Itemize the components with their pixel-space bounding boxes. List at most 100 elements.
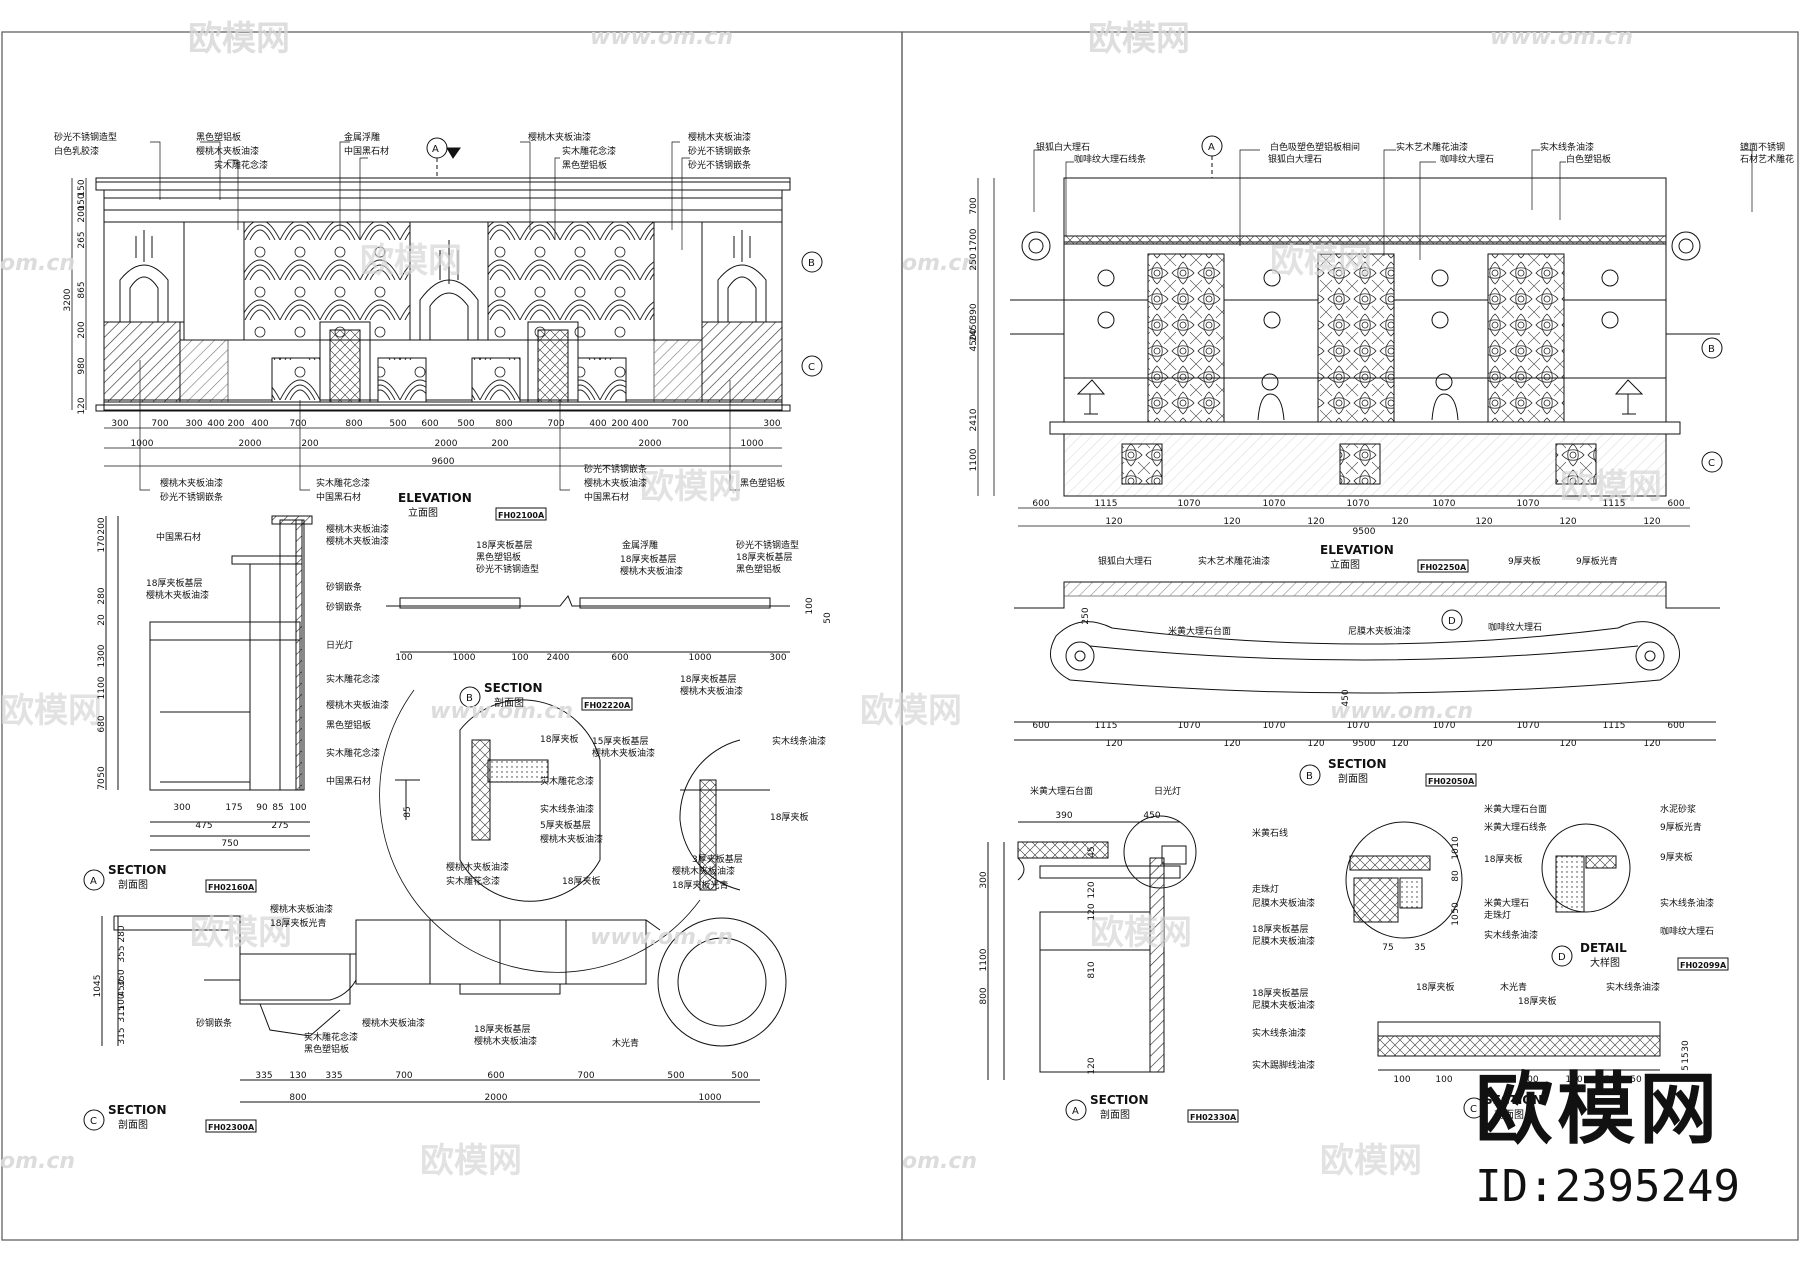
dimension-label: 1070 <box>1517 721 1540 731</box>
annotation-label: 18厚夹板 <box>1484 853 1522 865</box>
drawing-code: FH02300A <box>208 1123 255 1132</box>
dimension-label: 1070 <box>1433 721 1456 731</box>
dimension-label: 50 <box>823 612 833 624</box>
dimension-label: 390 <box>1055 811 1072 821</box>
dimension-label: 500 <box>731 1071 748 1081</box>
dimension-label: 300 <box>979 871 989 888</box>
svg-text:欧模网: 欧模网 <box>1088 19 1190 59</box>
annotation-label: 9厚夹板 <box>1508 555 1541 567</box>
dimension-label: 300 <box>111 419 128 429</box>
annotation-label: 18厚夹板基层 <box>146 577 202 589</box>
svg-text:D: D <box>1448 616 1456 627</box>
view-title: SECTION <box>484 681 543 695</box>
dimension-label: 250 <box>969 253 979 270</box>
dimension-label: 500 <box>457 419 474 429</box>
dimension-label: 1700 <box>969 228 979 251</box>
right-section-a-drawing <box>987 815 1197 1121</box>
annotation-label: 砂光不锈钢造型 <box>476 563 539 575</box>
annotation-label: 樱桃木夹板油漆 <box>326 535 389 547</box>
dimension-label: 280 <box>117 925 127 942</box>
dimension-label: 400 <box>631 419 648 429</box>
annotation-label: 石材艺术雕花 <box>1740 153 1794 165</box>
annotation-label: 18厚夹板基层 <box>680 673 736 685</box>
dimension-label: 200 <box>491 439 508 449</box>
dimension-label: 30 <box>1681 1040 1691 1052</box>
dimension-label: 2410 <box>969 408 979 431</box>
dimension-label: 680 <box>97 715 107 732</box>
annotation-label: 黑色塑铝板 <box>740 477 785 489</box>
annotation-label: 实木线条油漆 <box>1606 981 1660 993</box>
dimension-label: 1000 <box>699 1093 722 1103</box>
drawing-code: FH02160A <box>208 883 255 892</box>
annotation-label: 樱桃木夹板油漆 <box>270 903 333 915</box>
svg-text:A: A <box>1208 142 1215 153</box>
right-detail-d-drawing <box>1345 821 1631 967</box>
annotation-label: 砂钢嵌条 <box>326 601 362 613</box>
dimension-label: 1100 <box>979 948 989 971</box>
annotation-label: 尼膜木夹板油漆 <box>1252 897 1315 909</box>
annotation-label: 砂光不锈钢造型 <box>54 131 117 143</box>
svg-text:欧模网: 欧模网 <box>420 1141 522 1181</box>
dimension-label: 100 <box>805 597 815 614</box>
dimension-label: 700 <box>671 419 688 429</box>
annotation-label: 实木雕花念漆 <box>446 875 500 887</box>
dimension-label: 150 <box>77 179 87 196</box>
svg-text:A: A <box>90 876 97 887</box>
dimension-label: 1115 <box>1603 499 1626 509</box>
dimension-label: 600 <box>1032 499 1049 509</box>
annotation-label: 砂钢嵌条 <box>196 1017 232 1029</box>
dimension-label: 100 <box>1565 1075 1582 1085</box>
dimension-label: 120 <box>1087 881 1097 898</box>
dimension-label: 280 <box>97 587 107 604</box>
view-title: SECTION <box>1090 1093 1149 1107</box>
annotation-label: 走珠灯 <box>1484 909 1511 921</box>
view-subtitle: 剖面图 <box>118 878 148 891</box>
annotation-label: 樱桃木夹板油漆 <box>326 523 389 535</box>
svg-text:欧模网: 欧模网 <box>1560 467 1662 507</box>
annotation-label: 日光灯 <box>326 639 353 651</box>
annotation-label: 实木线条油漆 <box>1484 929 1538 941</box>
drawing-code: FH02100A <box>498 511 545 520</box>
right-elevation-dims <box>977 178 1690 527</box>
dimension-label: 120 <box>1391 739 1408 749</box>
dimension-label: 600 <box>1032 721 1049 731</box>
annotation-label: 18厚夹板 <box>540 733 578 745</box>
annotation-label: 米黄石线 <box>1252 827 1288 839</box>
dimension-label: 1000 <box>453 653 476 663</box>
dimension-label: 100 <box>117 993 127 1010</box>
left-elevation-dims <box>71 178 782 467</box>
dimension-label: 175 <box>225 803 242 813</box>
dimension-label: 1070 <box>1178 499 1201 509</box>
svg-text:A: A <box>432 144 439 155</box>
annotation-label: 砂光不锈钢嵌条 <box>688 159 751 171</box>
annotation-label: 米黄大理石线条 <box>1484 821 1547 833</box>
dimension-label: 35 <box>1414 943 1425 953</box>
dimension-label: 200 <box>77 321 87 338</box>
annotation-label: 18厚夹板基层 <box>736 551 792 563</box>
dimension-label: 90 <box>256 803 268 813</box>
dimension-label: 1000 <box>131 439 154 449</box>
dimension-label: 980 <box>77 357 87 374</box>
dimension-label: 80 <box>1451 870 1461 882</box>
dimension-label: 50 <box>97 766 107 778</box>
drawing-code: FH02220A <box>584 701 631 710</box>
brand-watermark: 欧模网 ID:2395249 <box>1475 1071 1740 1212</box>
annotation-label: 咖啡纹大理石 <box>1488 621 1542 633</box>
svg-text:D: D <box>1558 952 1566 963</box>
annotation-label: 日光灯 <box>1154 785 1181 797</box>
annotation-label: 尼膜木夹板油漆 <box>1348 625 1411 637</box>
annotation-label: 黑色塑铝板 <box>304 1043 349 1055</box>
dimension-label: 200 <box>611 419 628 429</box>
dimension-label: 15 <box>1681 1052 1691 1063</box>
right-section-b-drawing <box>1014 581 1720 786</box>
annotation-label: 樱桃木夹板油漆 <box>326 699 389 711</box>
dimension-label: 250 <box>1081 607 1091 624</box>
dimension-label: 120 <box>1223 517 1240 527</box>
dimension-label: 390 <box>969 303 979 320</box>
left-section-a-drawing <box>83 515 313 891</box>
annotation-label: 咖啡纹大理石 <box>1440 153 1494 165</box>
annotation-label: 樱桃木夹板油漆 <box>446 861 509 873</box>
dimension-label: 700 <box>969 197 979 214</box>
annotation-label: 金属浮雕 <box>622 539 658 551</box>
annotation-label: 砂钢嵌条 <box>326 581 362 593</box>
